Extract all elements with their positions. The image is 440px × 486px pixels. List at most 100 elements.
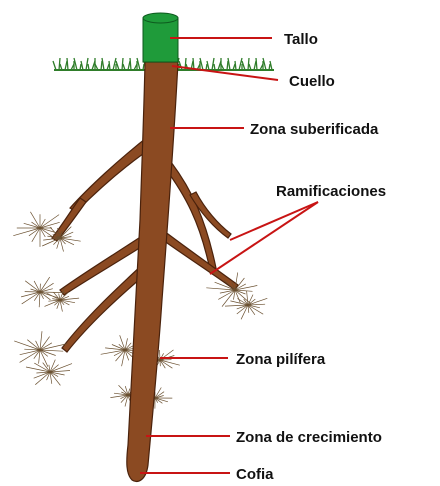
grass-blade xyxy=(66,57,69,71)
grass-blade xyxy=(247,57,250,71)
root-hair xyxy=(24,348,41,351)
root-hair xyxy=(237,298,249,306)
root-hair xyxy=(59,237,64,252)
grass-blade xyxy=(206,60,210,71)
root-hair xyxy=(28,227,41,237)
root-hair xyxy=(59,237,75,246)
root-hair xyxy=(39,218,46,229)
root-hair xyxy=(39,227,64,236)
root-hair xyxy=(154,397,159,403)
root-hair xyxy=(113,392,129,396)
root-hair xyxy=(53,237,61,245)
root-hair xyxy=(58,293,61,301)
root-hair xyxy=(27,339,41,351)
grass-blade xyxy=(255,57,258,71)
grass-blade xyxy=(253,60,257,71)
root-hair xyxy=(39,349,56,356)
grass-blade xyxy=(112,57,117,71)
root-hair xyxy=(154,391,165,399)
root-hair xyxy=(49,364,59,373)
root-hair xyxy=(243,298,249,306)
branch-upper-right-twig xyxy=(189,191,232,239)
root-hair xyxy=(231,281,236,291)
root-hair xyxy=(59,231,74,239)
lateral-roots xyxy=(51,134,239,353)
root-hair xyxy=(39,291,51,301)
grass-blade xyxy=(85,57,89,71)
root-hair xyxy=(234,277,245,291)
root-hair xyxy=(115,349,126,362)
root-hair xyxy=(49,363,73,373)
root-hair xyxy=(39,214,60,229)
root-hair xyxy=(43,237,61,241)
branch-low-left xyxy=(61,264,149,353)
root-hair xyxy=(39,343,68,351)
root-hair xyxy=(49,226,61,239)
root-hair xyxy=(59,299,70,306)
root-hair xyxy=(247,304,260,309)
root-hair xyxy=(33,371,51,379)
root-hair xyxy=(159,359,173,369)
root-hair xyxy=(49,371,59,377)
root-hair xyxy=(159,349,161,361)
root-hair xyxy=(127,388,131,396)
root-hair xyxy=(247,304,256,316)
root-hair xyxy=(118,385,129,396)
root-hair xyxy=(124,338,128,351)
root-hair xyxy=(56,237,61,249)
leader-cuello xyxy=(171,65,279,81)
root-hair xyxy=(39,288,53,293)
root-hair xyxy=(110,394,129,398)
root-hair xyxy=(234,289,253,292)
root-hair xyxy=(39,349,49,357)
leader-lines xyxy=(140,37,319,474)
root-hair xyxy=(113,349,126,357)
grass-blade xyxy=(199,57,204,71)
grass-blade xyxy=(58,57,61,71)
label-cuello: Cuello xyxy=(289,73,335,90)
root-hair xyxy=(39,227,55,238)
root-hair xyxy=(236,304,249,315)
label-zona-pilifera: Zona pilífera xyxy=(236,351,326,368)
grass-blade xyxy=(101,57,105,71)
root-hair xyxy=(159,359,166,369)
grass-blade xyxy=(108,60,111,71)
root-hair xyxy=(52,298,61,301)
root-hair xyxy=(34,291,41,301)
leader-ramificaciones-b xyxy=(229,201,319,241)
stem xyxy=(142,12,179,63)
branch-mid-right xyxy=(159,230,239,291)
root-hair xyxy=(124,394,129,407)
root-hair xyxy=(124,342,132,351)
label-zona-crecimiento: Zona de crecimiento xyxy=(236,429,382,446)
root-hair xyxy=(42,362,51,373)
label-zona-suberificada: Zona suberificada xyxy=(250,121,379,138)
root-hair xyxy=(23,222,41,229)
root-hair xyxy=(31,221,41,229)
root-hair xyxy=(39,349,64,352)
root-hair xyxy=(24,280,41,293)
root-hair xyxy=(34,362,51,373)
root-hair xyxy=(53,291,61,301)
root-hair xyxy=(46,292,61,301)
root-hair xyxy=(120,394,129,400)
root-hair xyxy=(52,234,61,239)
root-hair xyxy=(44,299,61,307)
root-hair xyxy=(218,289,236,300)
root-hair xyxy=(21,291,41,305)
root-hair xyxy=(59,299,76,304)
root-hair xyxy=(247,304,264,315)
root-hair xyxy=(30,288,41,293)
root-hair xyxy=(221,289,236,307)
root-hair xyxy=(206,287,236,291)
root-hair xyxy=(59,297,80,301)
grass-blade xyxy=(241,60,246,71)
root-hair xyxy=(59,287,65,301)
root-hair xyxy=(100,349,126,355)
root-hair xyxy=(59,236,72,239)
label-cofia: Cofia xyxy=(236,466,274,483)
root-hair xyxy=(224,304,249,307)
grass-blade xyxy=(238,57,243,71)
root-hair xyxy=(19,349,41,363)
root-hair xyxy=(121,349,126,367)
